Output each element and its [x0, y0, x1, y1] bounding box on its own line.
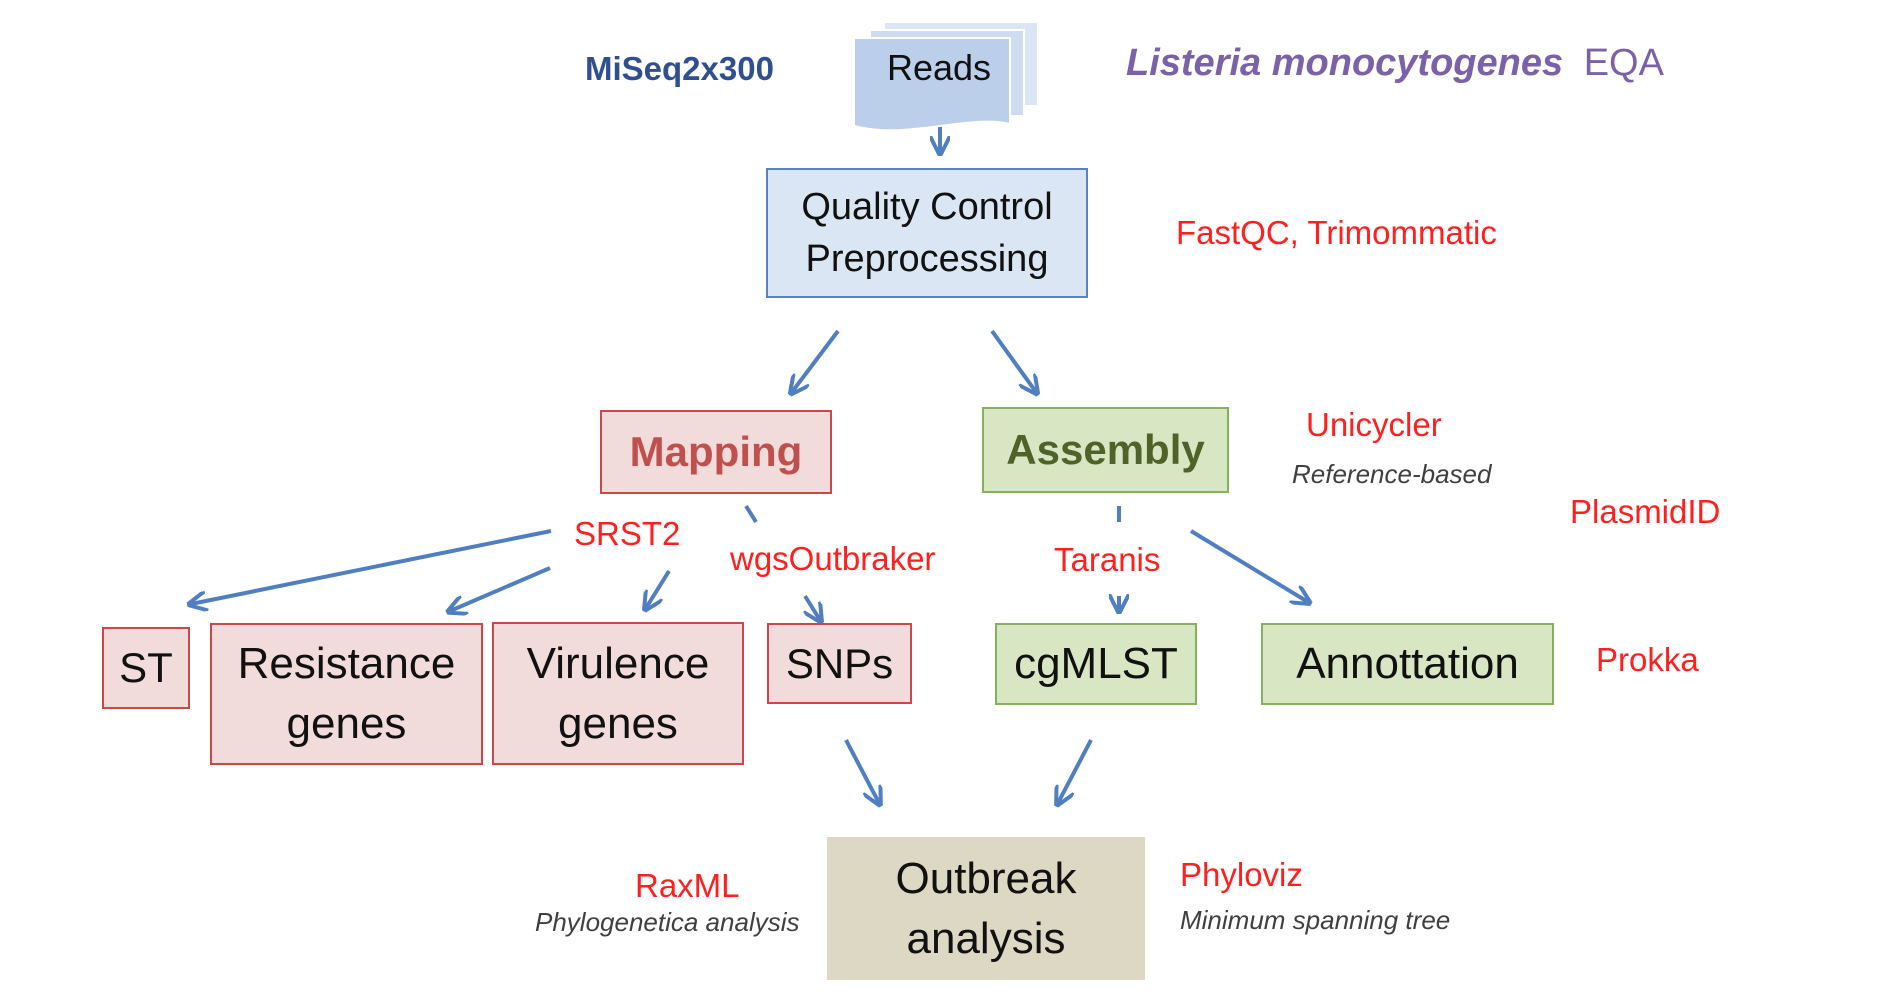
outbreak-line2: analysis	[906, 913, 1066, 963]
mapping-box: Mapping	[600, 410, 832, 494]
virulence-genes-box: Virulence genes	[492, 622, 744, 765]
annotation-label: Annottation	[1296, 639, 1519, 688]
mapping-label: Mapping	[629, 428, 803, 475]
arrow-wgs-to-snps	[805, 594, 820, 620]
qc-line1: Quality Control	[801, 186, 1053, 228]
tool-taranis: Taranis	[1054, 541, 1161, 578]
tool-prokka: Prokka	[1596, 641, 1699, 678]
tool-qc: FastQC, Trimommatic	[1176, 214, 1497, 251]
arrow-mapping-to-wgs	[744, 504, 758, 524]
title-species: Listeria monocytogenes	[1126, 42, 1564, 84]
arrow-srst2-to-st	[191, 529, 552, 604]
assembly-label: Assembly	[1006, 426, 1205, 473]
arrow-qc-to-assembly	[990, 329, 1036, 392]
tool-raxml: RaxML	[635, 867, 740, 904]
resistance-line1: Resistance	[237, 639, 456, 688]
annotation-box: Annottation	[1261, 623, 1554, 705]
arrow-cgmlst-to-outbreak	[1058, 739, 1093, 803]
platform-label: MiSeq2x300	[585, 50, 774, 87]
arrow-srst2-to-resistance	[450, 566, 551, 611]
tool-unicycler: Unicycler	[1306, 406, 1442, 443]
reads-label: Reads	[886, 47, 992, 88]
outbreak-line1: Outbreak	[895, 853, 1077, 903]
assembly-box: Assembly	[982, 407, 1229, 493]
phyloviz-note: Minimum spanning tree	[1180, 905, 1451, 935]
virulence-line1: Virulence	[526, 638, 710, 688]
arrow-qc-to-mapping	[792, 329, 840, 392]
tool-phyloviz: Phyloviz	[1180, 856, 1303, 893]
diagram-title: Listeria monocytogenes EQA	[1126, 42, 1664, 85]
cgmlst-box: cgMLST	[995, 623, 1197, 705]
arrow-srst2-to-virulence	[646, 569, 671, 608]
reads-document-icon	[853, 22, 1039, 132]
qc-line2: Preprocessing	[805, 238, 1049, 280]
tool-wgsoutbraker: wgsOutbraker	[730, 540, 936, 577]
raxml-note: Phylogenetica analysis	[535, 907, 800, 937]
snps-label: SNPs	[785, 639, 894, 687]
st-box: ST	[102, 627, 190, 709]
snps-box: SNPs	[767, 623, 912, 704]
title-suffix: EQA	[1583, 42, 1664, 84]
unicycler-note: Reference-based	[1292, 459, 1492, 489]
resistance-genes-box: Resistance genes	[210, 623, 483, 765]
tool-srst2: SRST2	[574, 515, 681, 552]
cgmlst-label: cgMLST	[1014, 639, 1178, 688]
virulence-line2: genes	[558, 698, 678, 748]
arrow-assembly-to-annotation	[1189, 529, 1308, 602]
st-label: ST	[119, 644, 173, 691]
quality-control-box: Quality Control Preprocessing	[766, 168, 1088, 298]
outbreak-analysis-box: Outbreak analysis	[827, 837, 1145, 980]
resistance-line2: genes	[286, 699, 407, 748]
arrow-snps-to-outbreak	[844, 739, 879, 803]
tool-plasmidid: PlasmidID	[1570, 493, 1721, 530]
